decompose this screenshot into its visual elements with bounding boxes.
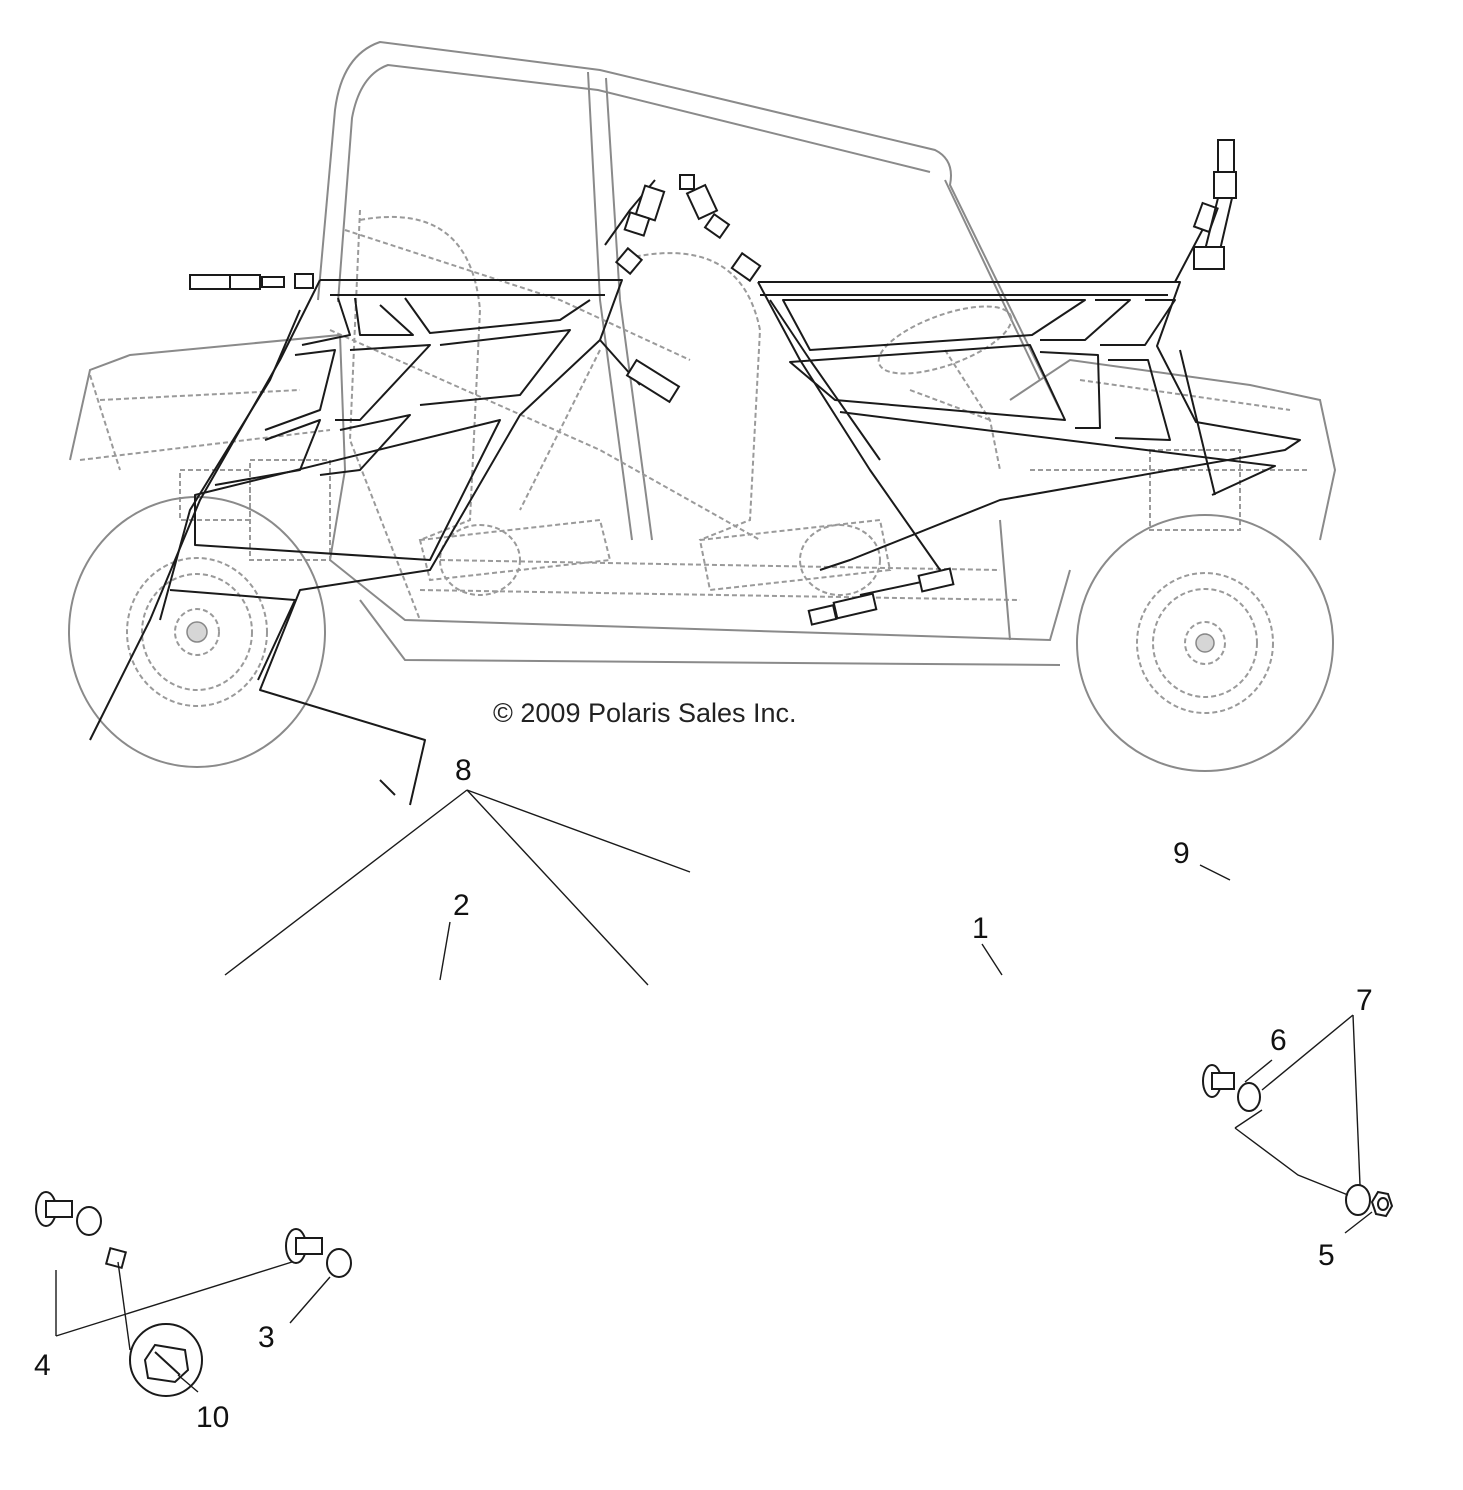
front-wheel: [1076, 514, 1334, 772]
part-2-side-net-left: [89, 179, 681, 806]
part-10-retainer: [104, 1246, 203, 1397]
part-5-nut: [1370, 1190, 1394, 1218]
part-4-bolt: [35, 1191, 323, 1264]
part-9-strap: [1193, 139, 1237, 270]
callout-8: 8: [455, 754, 472, 787]
part-6-bolt: [1202, 1064, 1235, 1098]
copyright-notice: © 2009 Polaris Sales Inc.: [493, 698, 797, 728]
callout-4: 4: [34, 1349, 51, 1382]
leader-lines: [55, 789, 1373, 1393]
callout-10: 10: [196, 1401, 229, 1434]
floor-frame: [329, 519, 1071, 666]
rear-wheel: [68, 496, 326, 768]
part-3-washer: [76, 1206, 352, 1278]
callout-labels: 8 2 1 9 6 7 5 3 4 10: [34, 754, 1373, 1434]
callout-9: 9: [1173, 837, 1190, 870]
part-7-washer: [1237, 1082, 1371, 1216]
callout-6: 6: [1270, 1024, 1287, 1057]
rear-body: [69, 333, 347, 561]
vehicle-illustration: © 2009 Polaris Sales Inc.: [68, 40, 1337, 772]
seats: [359, 215, 892, 596]
callout-3: 3: [258, 1321, 275, 1354]
callout-2: 2: [453, 889, 470, 922]
part-1-side-net-right: [679, 174, 1301, 626]
callout-1: 1: [972, 912, 989, 945]
roll-cage: [317, 40, 1061, 621]
steering-wheel: [877, 305, 1013, 471]
callout-5: 5: [1318, 1239, 1335, 1272]
callout-7: 7: [1356, 984, 1373, 1017]
